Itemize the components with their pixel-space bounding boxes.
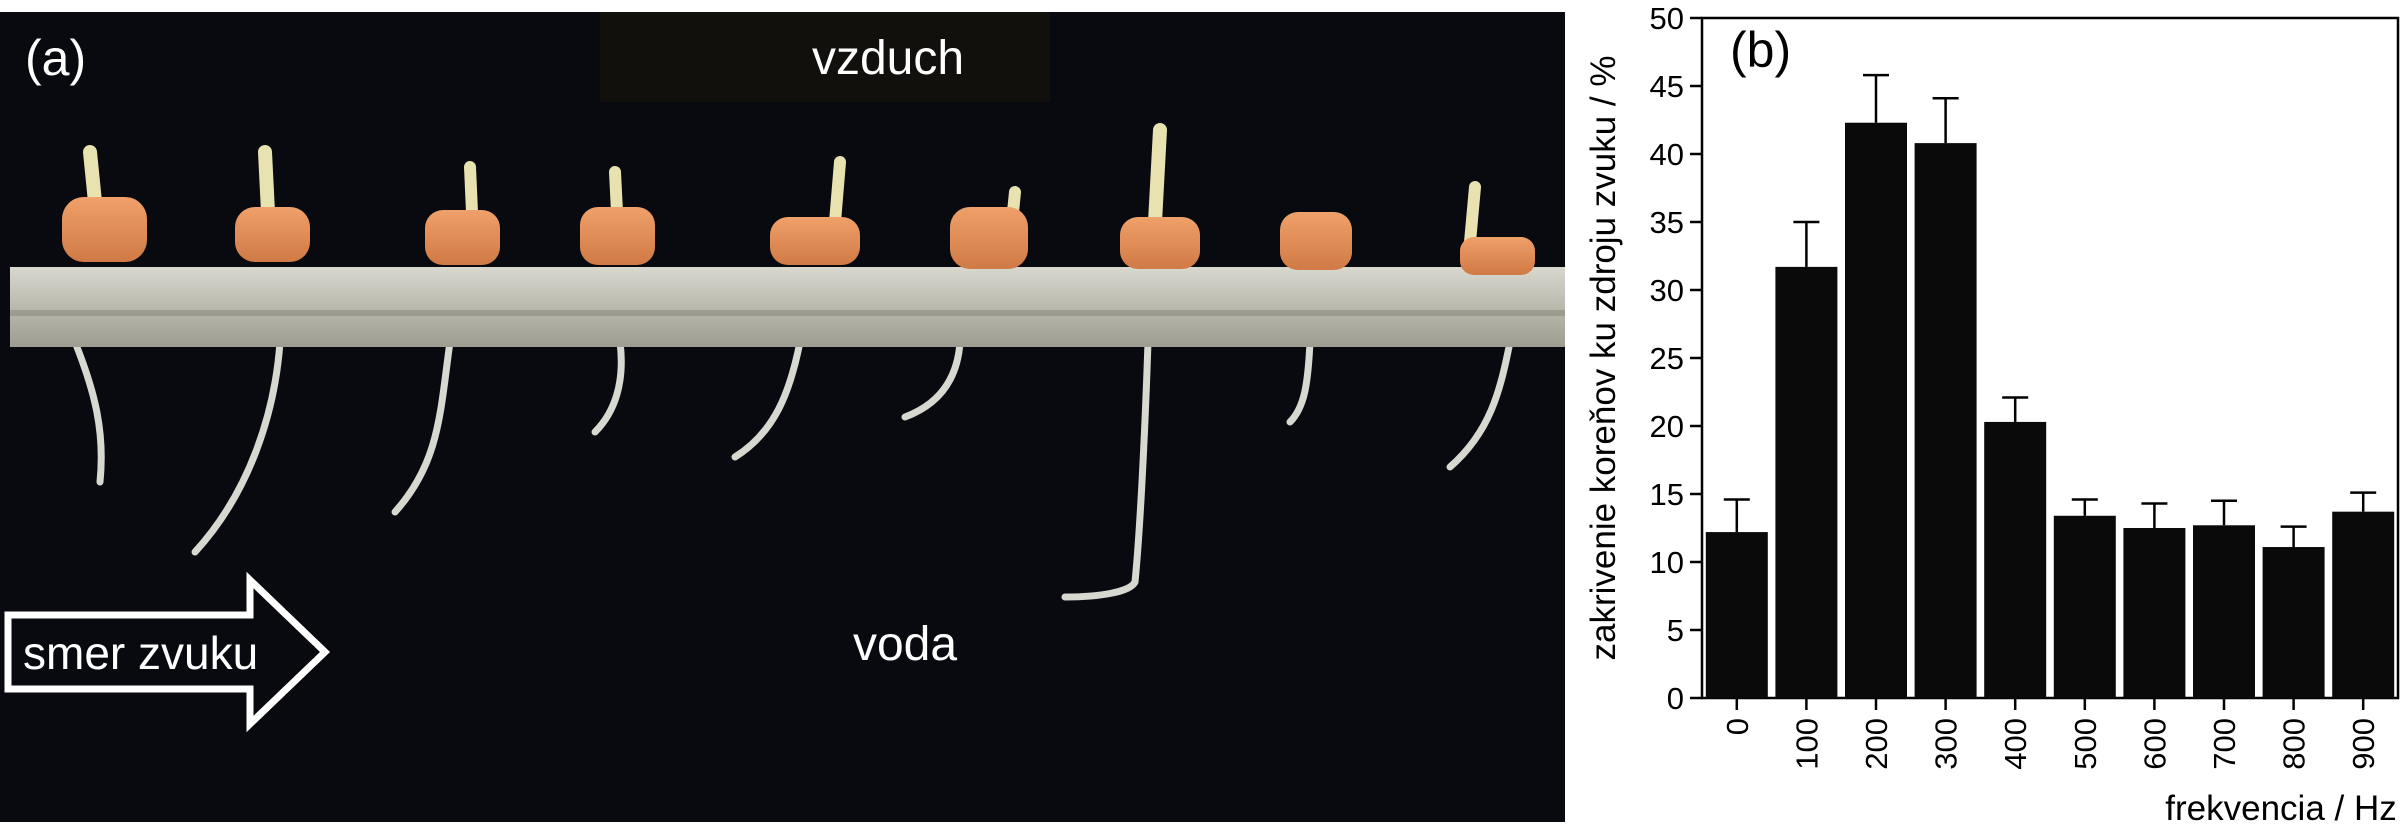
bar-500 <box>2053 515 2116 698</box>
error-bar-500 <box>2071 498 2098 516</box>
x-tick-label: 800 <box>2277 718 2312 770</box>
error-bar-600 <box>2141 502 2168 528</box>
y-tick-label: 0 <box>1667 681 1684 716</box>
roots <box>71 338 1514 601</box>
bar-600 <box>2123 528 2186 698</box>
error-bar-800 <box>2280 525 2307 548</box>
y-axis: 0 5 10 15 20 25 30 35 40 45 50 <box>1650 1 1702 716</box>
x-tick-label: 100 <box>1789 718 1824 770</box>
error-bar-300 <box>1932 96 1959 144</box>
sound-direction-label: smer zvuku <box>23 627 258 679</box>
bar-800 <box>2262 547 2325 698</box>
seeds <box>62 123 1535 275</box>
bar-900 <box>2332 511 2395 698</box>
y-tick-label: 20 <box>1650 409 1684 444</box>
bar-0 <box>1705 532 1768 698</box>
support-rail <box>10 267 1565 347</box>
error-bar-200 <box>1863 73 1889 123</box>
error-bar-400 <box>2002 396 2029 422</box>
x-tick-label: 700 <box>2207 718 2242 770</box>
error-bars <box>1723 73 2377 548</box>
bar-100 <box>1775 266 1838 698</box>
y-tick-label: 15 <box>1650 477 1684 512</box>
chart-panel-label: (b) <box>1730 22 1791 78</box>
water-label: voda <box>853 618 957 671</box>
y-axis-title: zakrivenie koreňov ku zdroju zvuku / % <box>1584 56 1623 661</box>
y-tick-label: 30 <box>1650 273 1684 308</box>
x-tick-label: 300 <box>1929 718 1964 770</box>
photo-background <box>0 12 1565 822</box>
error-bar-700 <box>2211 499 2237 526</box>
air-label: vzduch <box>812 32 964 85</box>
soil-texture <box>600 12 1050 102</box>
x-axis-title: frekvencia / Hz <box>2165 789 2396 828</box>
error-bar-0 <box>1723 498 1750 533</box>
error-bar-900 <box>2350 491 2377 512</box>
error-bar-100 <box>1793 220 1820 267</box>
bar-200 <box>1845 122 1907 699</box>
sound-direction-arrow <box>4 571 331 733</box>
photo-panel-label: (a) <box>25 30 86 86</box>
bar-400 <box>1984 421 2047 698</box>
seedling-photo: (a) vzduch voda smer zvuku <box>0 12 1565 822</box>
y-tick-label: 10 <box>1650 545 1684 580</box>
root-bending-chart: (b) 0 5 10 15 20 25 30 35 40 45 50 0 100 200 300 400 50… <box>1584 1 2400 828</box>
y-tick-label: 45 <box>1650 69 1684 104</box>
bars <box>1705 122 2395 699</box>
rail-groove <box>10 310 1565 316</box>
y-tick-label: 5 <box>1667 613 1684 648</box>
x-tick-label: 600 <box>2137 718 2172 770</box>
x-axis: 0 100 200 300 400 500 600 700 800 900 <box>1720 698 2381 770</box>
bar-300 <box>1914 143 1977 698</box>
x-tick-label: 200 <box>1859 718 1894 770</box>
x-tick-label: 0 <box>1720 718 1755 735</box>
x-tick-label: 400 <box>1998 718 2033 770</box>
x-tick-label: 900 <box>2346 718 2381 770</box>
y-tick-label: 25 <box>1650 341 1684 376</box>
y-tick-label: 35 <box>1650 205 1684 240</box>
y-tick-label: 40 <box>1650 137 1684 172</box>
y-tick-label: 50 <box>1650 1 1684 36</box>
x-tick-label: 500 <box>2068 718 2103 770</box>
bar-700 <box>2193 525 2255 698</box>
